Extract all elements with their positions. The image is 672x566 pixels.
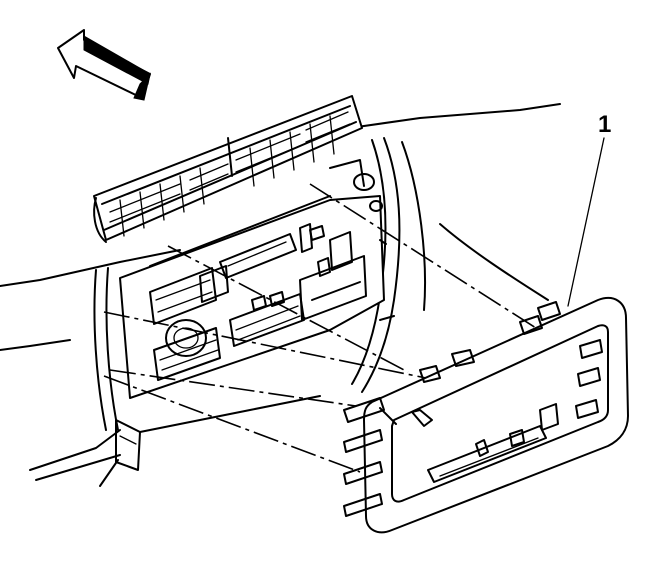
callout-1: 1	[567, 111, 611, 307]
direction-arrow	[57, 29, 151, 101]
air-vent	[93, 95, 363, 243]
dashboard-outline	[0, 103, 561, 487]
alignment-lines	[103, 183, 537, 473]
radio-bezel	[343, 297, 629, 534]
callout-label-1: 1	[598, 111, 611, 138]
radio-control-head	[119, 159, 395, 399]
